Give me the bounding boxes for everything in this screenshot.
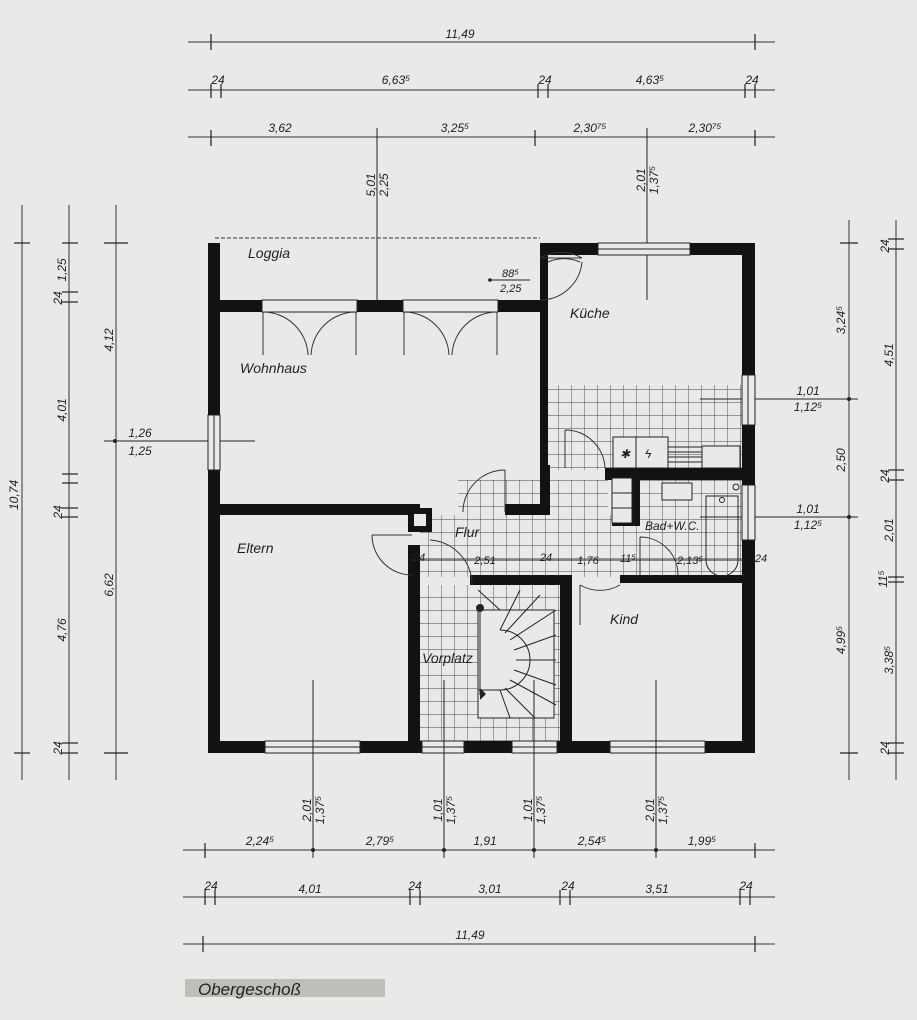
- room-label-kind: Kind: [610, 611, 639, 627]
- room-label-eltern: Eltern: [237, 540, 274, 556]
- dim-label: 2,01: [643, 798, 657, 822]
- room-label-loggia: Loggia: [248, 245, 290, 261]
- room-label-flur: Flur: [455, 524, 480, 540]
- dim-overall-top: 11,49: [445, 27, 474, 41]
- dim-label: 1,01: [521, 798, 535, 821]
- dim-label: 4,01: [55, 398, 69, 421]
- dim-label: 11⁵: [876, 570, 890, 588]
- dim-label: 4,01: [298, 882, 321, 896]
- top-dimensions: 11,49 24 6,63⁵ 24 4,63⁵ 24 3,62 3,25⁵ 2,…: [188, 27, 775, 300]
- dim-label: 2,51: [473, 555, 495, 567]
- dim-label: 1,12⁵: [794, 518, 822, 532]
- plan-title-text: Obergeschoß: [198, 980, 301, 999]
- dim-label: 1,25: [55, 258, 69, 282]
- dim-label: 4,12: [102, 328, 116, 352]
- interior-dimensions: 24 2,51 24 1,76 11⁵ 2,13⁵ 24: [410, 552, 767, 567]
- dim-label: 1,01: [796, 502, 819, 516]
- dim-label: 2,01: [300, 798, 314, 822]
- dim-label: 1,37⁵: [656, 796, 670, 824]
- dim-label: 2,24⁵: [245, 834, 274, 848]
- dim-label: 24: [754, 553, 767, 565]
- dim-label: 4,51: [882, 343, 896, 366]
- dim-label: 1,76: [577, 555, 599, 567]
- dim-label: 24: [537, 73, 552, 87]
- gas-icon: ✱: [620, 447, 631, 461]
- bottom-dimensions: 2,01 1,37⁵ 1,01 1,37⁵ 1,01 1,37⁵ 2,01 1,…: [183, 680, 775, 952]
- dim-label: 24: [407, 879, 422, 893]
- electric-icon: ϟ: [645, 447, 652, 461]
- stove: [612, 436, 669, 469]
- dim-label: 3,24⁵: [834, 306, 848, 334]
- dim-label: 24: [878, 239, 892, 254]
- dim-label: 2,13⁵: [676, 555, 703, 567]
- dim-label: 3,51: [645, 882, 668, 896]
- dim-label: 24: [539, 552, 552, 564]
- dim-label: 24: [51, 291, 65, 306]
- dim-label: 1,12⁵: [794, 400, 822, 414]
- dim-label: 2,01: [882, 518, 896, 542]
- dim-label: 2,50: [834, 448, 848, 473]
- dim-label: 3,01: [478, 882, 501, 896]
- plan-title: Obergeschoß: [185, 979, 385, 999]
- dim-label: 11⁵: [620, 553, 636, 565]
- room-labels: Loggia Wohnhaus Küche Eltern Flur Bad+W.…: [237, 245, 700, 666]
- washbasin: [661, 482, 693, 501]
- dim-label: 24: [738, 879, 753, 893]
- dim-label: 2,79⁵: [365, 834, 394, 848]
- dim-label: 24: [744, 73, 759, 87]
- dim-label: 24: [210, 73, 225, 87]
- dim-label: 6,63⁵: [382, 73, 410, 87]
- kitchen-sink: [701, 445, 741, 469]
- dim-label: 3,25⁵: [441, 121, 469, 135]
- dim-label: 4,76: [55, 618, 69, 642]
- dim-label: 88⁵: [502, 268, 519, 280]
- dim-label: 2,30⁷⁵: [688, 121, 722, 135]
- dim-label: 24: [878, 469, 892, 484]
- dim-label: 6,62: [102, 573, 116, 597]
- room-label-kueche: Küche: [570, 305, 610, 321]
- dim-label: 1,37⁵: [647, 166, 661, 194]
- fixtures: ✱ ϟ: [612, 436, 741, 577]
- dim-label: 24: [51, 505, 65, 520]
- dim-label: 24: [51, 741, 65, 756]
- dim-label: 2,30⁷⁵: [573, 121, 607, 135]
- dim-label: 1,01: [431, 798, 445, 821]
- dim-label: 1,99⁵: [688, 834, 716, 848]
- dim-overall-bottom: 11,49: [455, 928, 484, 942]
- doors: [261, 251, 679, 625]
- dim-label: 4,63⁵: [636, 73, 664, 87]
- dim-label: 1,01: [796, 384, 819, 398]
- dim-label: 24: [203, 879, 218, 893]
- dim-label: 1,26: [128, 426, 152, 440]
- dim-label: 5,01: [364, 173, 378, 196]
- dim-label: 1,37⁵: [534, 796, 548, 824]
- dim-label: 1,37⁵: [444, 796, 458, 824]
- walls: [208, 243, 755, 753]
- dim-label: 1,25: [128, 444, 152, 458]
- dim-label: 1,91: [473, 834, 496, 848]
- dim-label: 2,25: [499, 283, 522, 295]
- dim-label: 2,54⁵: [577, 834, 606, 848]
- windows: [207, 237, 756, 754]
- dim-label: 2,25: [377, 173, 391, 198]
- staircase: [476, 589, 557, 719]
- bathtub: [705, 495, 739, 577]
- dim-label: 1,37⁵: [313, 796, 327, 824]
- room-label-bad: Bad+W.C.: [645, 519, 700, 533]
- dim-label: 4,99⁵: [834, 626, 848, 654]
- right-dimensions: 3,24⁵ 2,50 4,99⁵ 1,01 1,12⁵ 1,01 1,12⁵ 2…: [700, 220, 904, 780]
- dim-label: 3,38⁵: [882, 646, 896, 674]
- dim-label: 3,62: [268, 121, 292, 135]
- dim-label: 24: [560, 879, 575, 893]
- dim-label: 10,74: [7, 480, 21, 510]
- room-label-vorplatz: Vorplatz: [422, 650, 473, 666]
- room-label-wohnhaus: Wohnhaus: [240, 360, 307, 376]
- dim-label: 2,01: [634, 168, 648, 192]
- dim-label: 24: [412, 552, 425, 564]
- left-dimensions: 10,74 1,25 24 4,01 24 4,76 24 4,12 6,62 …: [7, 205, 255, 780]
- dim-label: 24: [878, 741, 892, 756]
